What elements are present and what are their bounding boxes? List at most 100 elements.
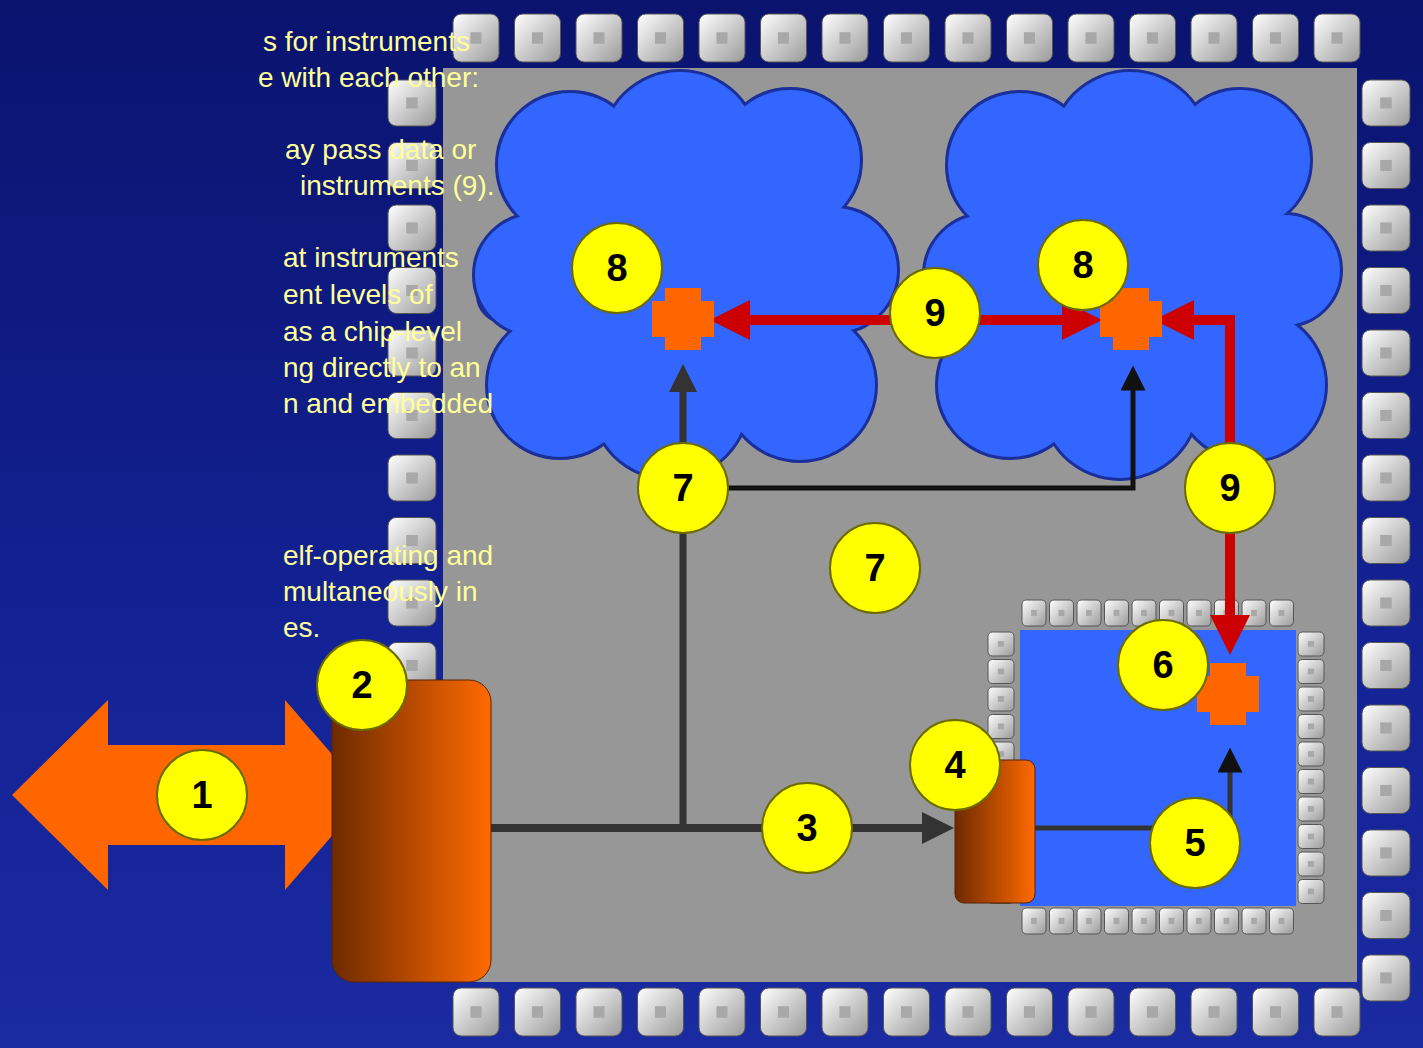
- bus-wire: [491, 824, 938, 832]
- pin: [1253, 988, 1299, 1036]
- pin-mark: [1147, 1006, 1158, 1018]
- pin: [1191, 988, 1237, 1036]
- pin-mark: [1380, 597, 1392, 608]
- external-access-arrow: [12, 700, 337, 890]
- pin-mark: [1308, 779, 1314, 785]
- pin-mark: [1331, 1006, 1342, 1018]
- pin: [1077, 908, 1101, 934]
- pin-mark: [962, 1006, 973, 1018]
- pin-mark: [839, 32, 850, 44]
- pin-mark: [1308, 889, 1314, 895]
- pin-mark: [1208, 32, 1219, 44]
- pin-mark: [839, 1006, 850, 1018]
- pin-mark: [1380, 972, 1392, 983]
- pin-mark: [655, 1006, 666, 1018]
- pin: [1298, 852, 1324, 876]
- pin: [699, 14, 745, 62]
- pin: [988, 687, 1014, 711]
- callout-number: 7: [829, 522, 921, 614]
- note-line: elf-operating and: [283, 540, 493, 572]
- pin-mark: [998, 641, 1004, 647]
- pin-mark: [593, 32, 604, 44]
- pin: [1242, 908, 1266, 934]
- callout-number: 2: [316, 639, 408, 731]
- chip-die: [443, 68, 1357, 982]
- pin: [945, 988, 991, 1036]
- pin-mark: [778, 32, 789, 44]
- callout-number: 6: [1117, 619, 1209, 711]
- pin-mark: [1308, 806, 1314, 812]
- pin-mark: [1331, 32, 1342, 44]
- pin-mark: [532, 32, 543, 44]
- pin-mark: [998, 669, 1004, 675]
- pin-mark: [1141, 610, 1147, 616]
- pin-mark: [901, 32, 912, 44]
- pin: [699, 988, 745, 1036]
- pin: [638, 988, 684, 1036]
- pin-mark: [1380, 222, 1392, 233]
- pin-mark: [1208, 1006, 1219, 1018]
- pin-mark: [1308, 861, 1314, 867]
- note-line: ent levels of: [283, 279, 432, 311]
- pin: [576, 14, 622, 62]
- pin: [638, 14, 684, 62]
- pin-mark: [1169, 918, 1175, 924]
- pin-mark: [962, 32, 973, 44]
- pin-mark: [1031, 918, 1037, 924]
- pin-mark: [1059, 610, 1065, 616]
- pin: [1022, 600, 1046, 626]
- pin-mark: [1380, 722, 1392, 733]
- pin-mark: [1308, 641, 1314, 647]
- pin: [1298, 742, 1324, 766]
- pin: [1215, 908, 1239, 934]
- pin: [1298, 660, 1324, 684]
- pin-mark: [1380, 160, 1392, 171]
- pin: [515, 14, 561, 62]
- pin: [576, 988, 622, 1036]
- pin-mark: [716, 32, 727, 44]
- pin: [1298, 797, 1324, 821]
- callout-number: 4: [909, 719, 1001, 811]
- pin: [1362, 518, 1410, 564]
- pin-mark: [406, 660, 418, 671]
- pin: [1105, 908, 1129, 934]
- pin-mark: [1380, 847, 1392, 858]
- callout-number: 5: [1149, 797, 1241, 889]
- pin: [1187, 600, 1211, 626]
- pin-mark: [406, 472, 418, 483]
- pin-mark: [1279, 610, 1285, 616]
- pin: [988, 660, 1014, 684]
- pin: [1050, 908, 1074, 934]
- pin-mark: [1380, 660, 1392, 671]
- pin-mark: [998, 724, 1004, 730]
- pin-mark: [1031, 610, 1037, 616]
- pin-mark: [1169, 610, 1175, 616]
- pin: [1007, 988, 1053, 1036]
- pin-mark: [1196, 918, 1202, 924]
- note-line: instruments (9).: [300, 170, 495, 202]
- pin-mark: [1085, 32, 1096, 44]
- instrument: [652, 288, 714, 350]
- pin-mark: [406, 222, 418, 233]
- pin: [1270, 600, 1294, 626]
- note-line: as a chip-level: [283, 316, 462, 348]
- note-line: at instruments: [283, 242, 459, 274]
- note-line: ng directly to an: [283, 352, 481, 384]
- pin: [988, 632, 1014, 656]
- pin-mark: [1059, 918, 1065, 924]
- pin: [1362, 143, 1410, 189]
- pin: [1362, 455, 1410, 501]
- pin-mark: [532, 1006, 543, 1018]
- pin: [1362, 705, 1410, 751]
- pin-mark: [716, 1006, 727, 1018]
- pin-mark: [1085, 1006, 1096, 1018]
- pin-mark: [1251, 918, 1257, 924]
- note-line: ay pass data or: [285, 134, 476, 166]
- pin: [1314, 14, 1360, 62]
- callout-number: 8: [571, 222, 663, 314]
- pin-mark: [1308, 834, 1314, 840]
- note-line: es.: [283, 612, 320, 644]
- bus-wire: [683, 378, 1133, 488]
- pin-mark: [1380, 97, 1392, 108]
- pin: [1362, 580, 1410, 626]
